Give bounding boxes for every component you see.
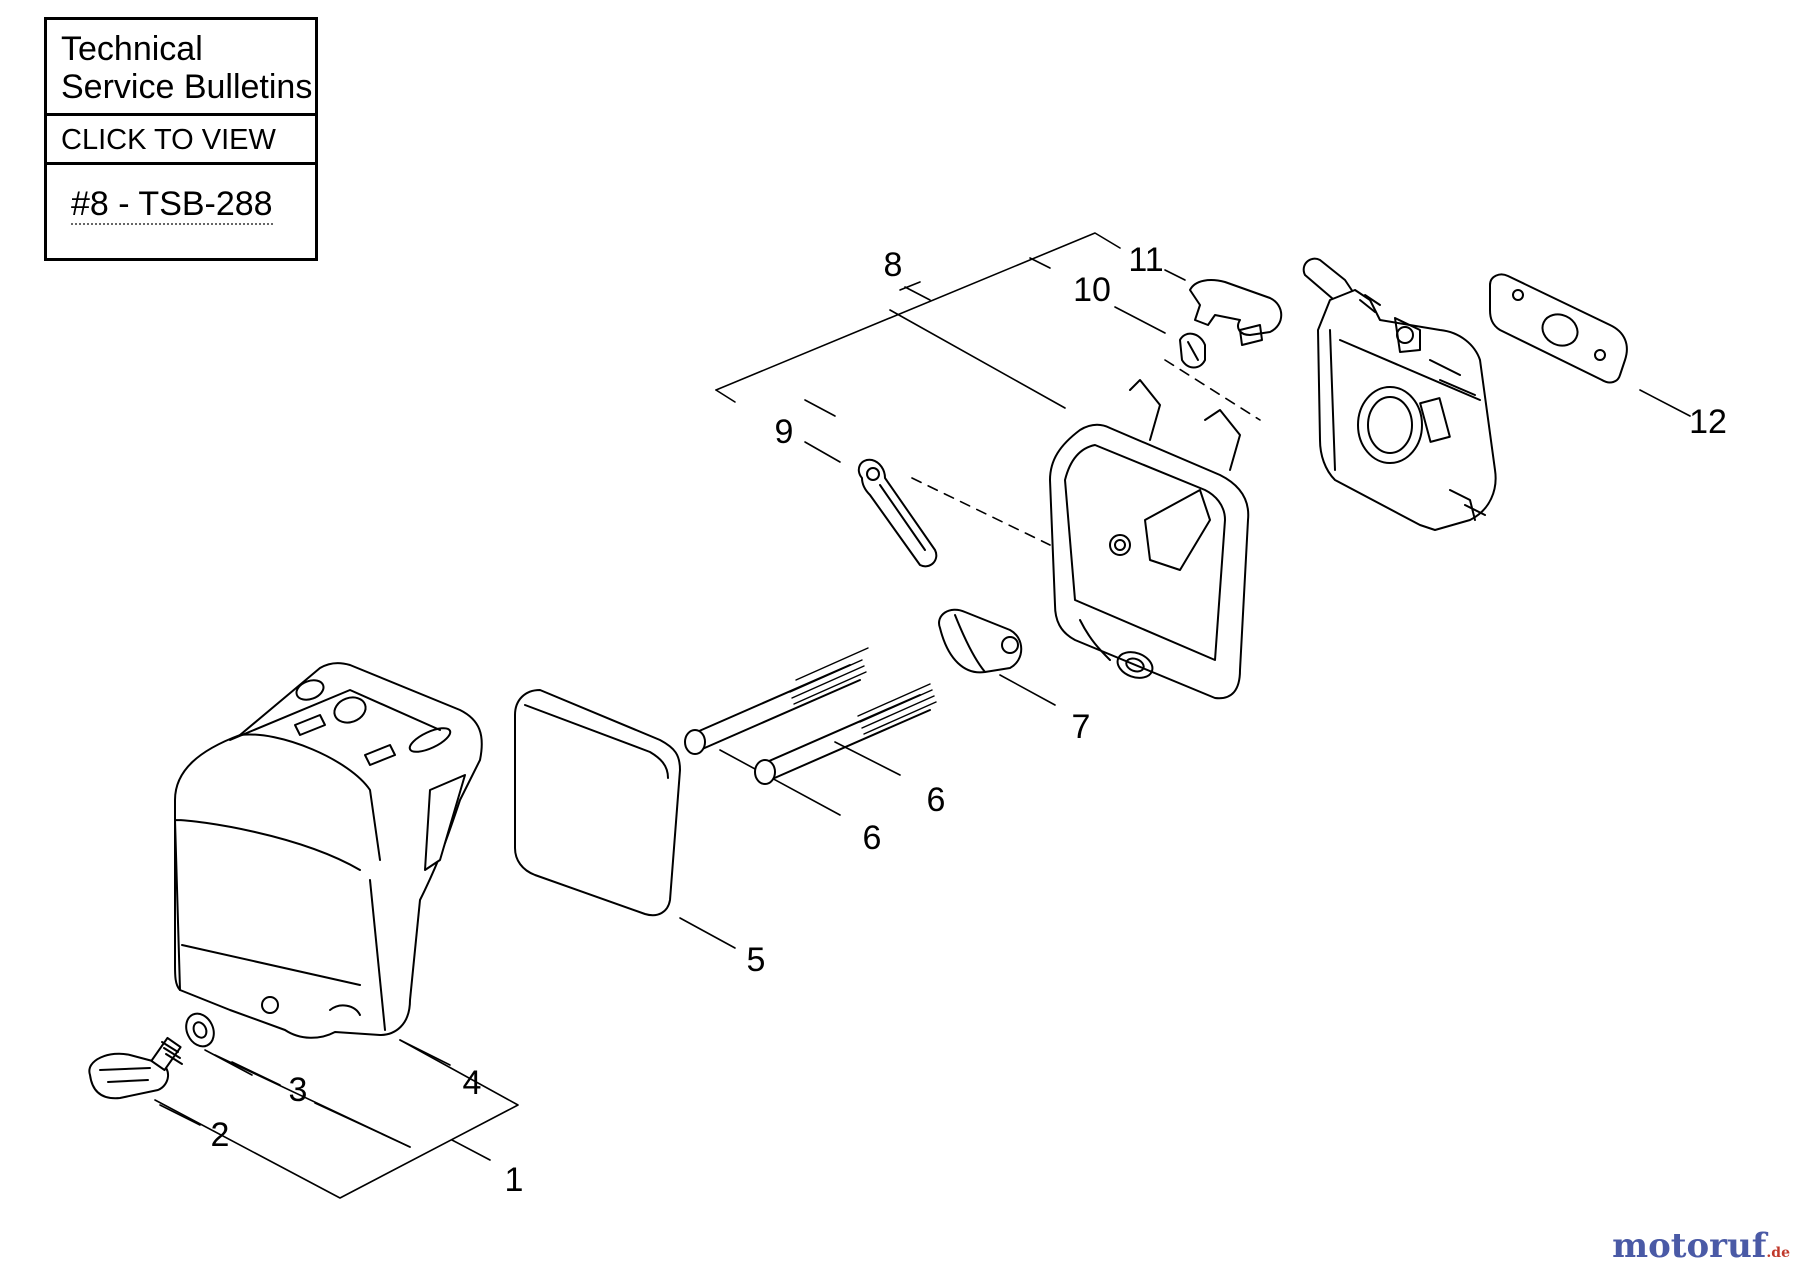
- callout-6-upper: 6: [926, 781, 946, 819]
- tsb-title-line1: Technical: [61, 30, 203, 68]
- callout-9: 9: [774, 413, 794, 451]
- part-knob-bolt: [88, 1036, 183, 1100]
- callout-7: 7: [1071, 708, 1091, 746]
- part-bolts: [684, 647, 937, 785]
- tsb-box: Technical Service Bulletins CLICK TO VIE…: [44, 17, 318, 261]
- callout-8: 8: [883, 246, 903, 284]
- callout-11: 11: [1128, 241, 1164, 279]
- part-filter: [514, 689, 681, 917]
- tsb-title-line2: Service Bulletins: [61, 68, 313, 106]
- part-clip: [1179, 332, 1206, 369]
- part-throttle-arm: [1189, 279, 1283, 346]
- callout-2: 2: [210, 1116, 230, 1154]
- part-case: [1049, 379, 1250, 700]
- part-cover: [174, 662, 483, 1039]
- part-gasket: [1489, 273, 1628, 384]
- callout-5: 5: [746, 941, 766, 979]
- watermark-brand: motoruf: [1612, 1226, 1767, 1266]
- part-lever: [857, 458, 938, 568]
- tsb-click-label: CLICK TO VIEW: [47, 116, 315, 165]
- part-carburetor: [1302, 257, 1497, 531]
- callout-3: 3: [288, 1071, 308, 1109]
- callout-6-lower: 6: [862, 819, 882, 857]
- watermark-logo: motoruf.de: [1612, 1226, 1790, 1266]
- part-choke-knob: [938, 608, 1023, 674]
- watermark-suffix: .de: [1766, 1245, 1790, 1261]
- tsb-title: Technical Service Bulletins: [47, 20, 315, 116]
- tsb-bulletin-link[interactable]: #8 - TSB-288: [71, 185, 273, 225]
- callout-1: 1: [504, 1161, 524, 1199]
- callout-12: 12: [1689, 403, 1727, 441]
- callout-10: 10: [1073, 271, 1111, 309]
- tsb-link-row: #8 - TSB-288: [47, 165, 315, 258]
- callout-4: 4: [462, 1064, 482, 1102]
- part-washer: [185, 1012, 215, 1048]
